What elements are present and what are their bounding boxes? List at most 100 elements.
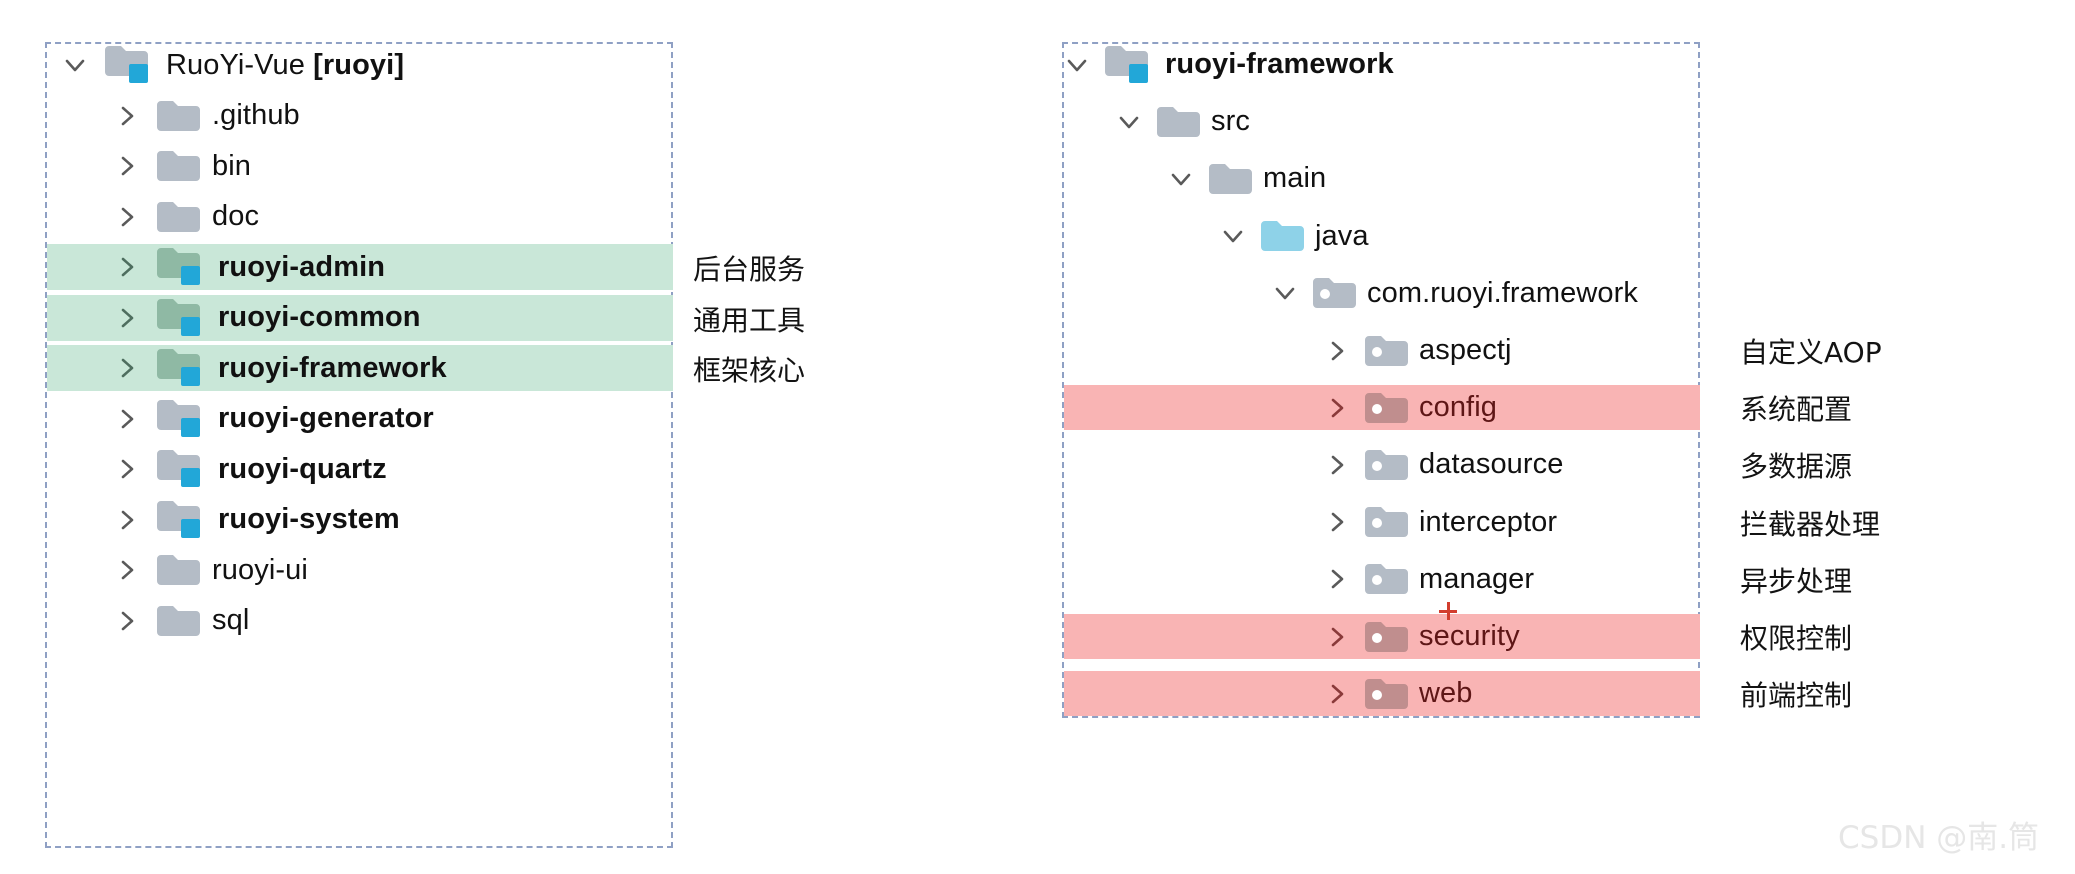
chevron-right-icon[interactable] <box>114 103 140 129</box>
tree-row-label: src <box>1211 105 1250 138</box>
folder-gray-icon <box>156 200 200 234</box>
module-folder-gray-icon <box>104 44 154 86</box>
tree-row-ruoyi-generator[interactable]: ruoyi-generator <box>47 396 673 442</box>
tree-row-label: java <box>1315 219 1369 252</box>
tree-row-label: manager <box>1419 562 1535 595</box>
chevron-right-icon[interactable] <box>114 204 140 230</box>
tree-row-label: ruoyi-ui <box>212 553 308 586</box>
package-folder-red-icon <box>1364 620 1408 654</box>
tree-row-ruoyi-system[interactable]: ruoyi-system <box>47 497 673 543</box>
tree-row-config[interactable]: config <box>1064 385 1700 431</box>
tree-row-label: com.ruoyi.framework <box>1367 276 1639 309</box>
tree-row-main[interactable]: main <box>1064 156 1700 201</box>
module-folder-gray-icon <box>156 499 206 541</box>
chevron-right-icon[interactable] <box>114 557 140 583</box>
tree-row-ruoyi-ui[interactable]: ruoyi-ui <box>47 547 673 593</box>
chevron-right-icon[interactable] <box>114 355 140 381</box>
tree-row-github[interactable]: .github <box>47 93 673 139</box>
tree-row-label: ruoyi-framework <box>1165 48 1394 80</box>
chevron-right-icon[interactable] <box>1324 395 1350 421</box>
tree-row-label: RuoYi-Vue [ruoyi] <box>166 48 405 81</box>
folder-blue-icon <box>1260 219 1304 253</box>
chevron-down-icon[interactable] <box>1064 52 1090 78</box>
tree-row-ruoyi-common[interactable]: ruoyi-common <box>47 294 673 341</box>
module-folder-green-icon <box>156 246 206 288</box>
chevron-right-icon[interactable] <box>1324 566 1350 592</box>
chevron-right-icon[interactable] <box>1324 509 1350 535</box>
annotation-label: 后台服务 <box>693 253 806 286</box>
chevron-down-icon[interactable] <box>1272 280 1298 306</box>
module-folder-green-icon <box>156 297 206 339</box>
package-folder-gray-icon <box>1312 276 1356 310</box>
tree-row-interceptor[interactable]: interceptor <box>1064 500 1700 545</box>
annotation-label: 通用工具 <box>693 303 806 337</box>
module-folder-green-icon <box>156 347 206 389</box>
chevron-down-icon[interactable] <box>62 52 88 78</box>
text-cursor-plus-icon <box>1439 602 1457 620</box>
tree-row-label: .github <box>212 99 300 131</box>
folder-gray-icon <box>1156 105 1200 139</box>
chevron-right-icon[interactable] <box>114 305 140 331</box>
tree-row-ruoyi-framework[interactable]: ruoyi-framework <box>1064 42 1700 87</box>
package-folder-gray-icon <box>1364 505 1408 539</box>
chevron-down-icon[interactable] <box>1220 223 1246 249</box>
tree-row-bin[interactable]: bin <box>47 143 673 189</box>
tree-row-label: web <box>1419 677 1473 710</box>
annotation-label: 系统配置 <box>1740 393 1853 427</box>
chevron-right-icon[interactable] <box>1324 338 1350 364</box>
tree-row-label: config <box>1419 391 1497 424</box>
tree-row-label: ruoyi-system <box>218 503 400 535</box>
tree-row-java[interactable]: java <box>1064 214 1700 259</box>
tree-row-src[interactable]: src <box>1064 99 1700 144</box>
tree-row-aspectj[interactable]: aspectj <box>1064 328 1700 373</box>
chevron-right-icon[interactable] <box>114 507 140 533</box>
folder-gray-icon <box>1208 162 1252 196</box>
chevron-down-icon[interactable] <box>1116 109 1142 135</box>
tree-row-sql[interactable]: sql <box>47 598 673 644</box>
tree-row-web[interactable]: web <box>1064 671 1700 717</box>
tree-row-com-ruoyi-framework[interactable]: com.ruoyi.framework <box>1064 271 1700 316</box>
chevron-right-icon[interactable] <box>1324 624 1350 650</box>
chevron-right-icon[interactable] <box>114 254 140 280</box>
tree-row-label: ruoyi-admin <box>218 250 386 283</box>
tree-row-ruoyi-framework[interactable]: ruoyi-framework <box>47 345 673 391</box>
module-folder-gray-icon <box>1104 44 1154 86</box>
package-folder-red-icon <box>1364 677 1408 711</box>
folder-gray-icon <box>156 553 200 587</box>
chevron-right-icon[interactable] <box>114 456 140 482</box>
tree-row-label: sql <box>212 604 250 636</box>
tree-row-security[interactable]: security <box>1064 614 1700 659</box>
annotation-label: 自定义AOP <box>1740 336 1882 369</box>
chevron-right-icon[interactable] <box>1324 681 1350 707</box>
tree-row-doc[interactable]: doc <box>47 194 673 240</box>
folder-gray-icon <box>156 99 200 133</box>
tree-row-label: interceptor <box>1419 505 1558 538</box>
chevron-right-icon[interactable] <box>114 608 140 634</box>
package-folder-gray-icon <box>1364 562 1408 596</box>
tree-row-ruoyi-quartz[interactable]: ruoyi-quartz <box>47 446 673 492</box>
tree-row-label: ruoyi-generator <box>218 402 434 434</box>
left-project-tree-panel <box>45 42 673 848</box>
annotation-label: 框架核心 <box>693 354 806 387</box>
tree-row-label: ruoyi-common <box>218 301 421 333</box>
annotation-label: 前端控制 <box>1740 679 1853 713</box>
package-folder-gray-icon <box>1364 334 1408 368</box>
chevron-right-icon[interactable] <box>114 153 140 179</box>
annotation-label: 多数据源 <box>1740 450 1853 484</box>
chevron-right-icon[interactable] <box>114 406 140 432</box>
tree-row-manager[interactable]: manager <box>1064 557 1700 602</box>
chevron-right-icon[interactable] <box>1324 452 1350 478</box>
tree-row-label: doc <box>212 200 260 232</box>
tree-row-ruoyi-vue-ruoyi[interactable]: RuoYi-Vue [ruoyi] <box>47 42 673 88</box>
tree-row-label: main <box>1263 162 1327 195</box>
module-folder-gray-icon <box>156 398 206 440</box>
tree-row-ruoyi-admin[interactable]: ruoyi-admin <box>47 244 673 290</box>
chevron-down-icon[interactable] <box>1168 166 1194 192</box>
watermark-label: CSDN @南.筒 <box>1838 820 2040 856</box>
folder-gray-icon <box>156 149 200 183</box>
tree-row-label: datasource <box>1419 448 1564 481</box>
module-folder-gray-icon <box>156 448 206 490</box>
package-folder-red-icon <box>1364 391 1408 425</box>
tree-row-datasource[interactable]: datasource <box>1064 442 1700 487</box>
right-package-tree-panel <box>1062 42 1700 718</box>
